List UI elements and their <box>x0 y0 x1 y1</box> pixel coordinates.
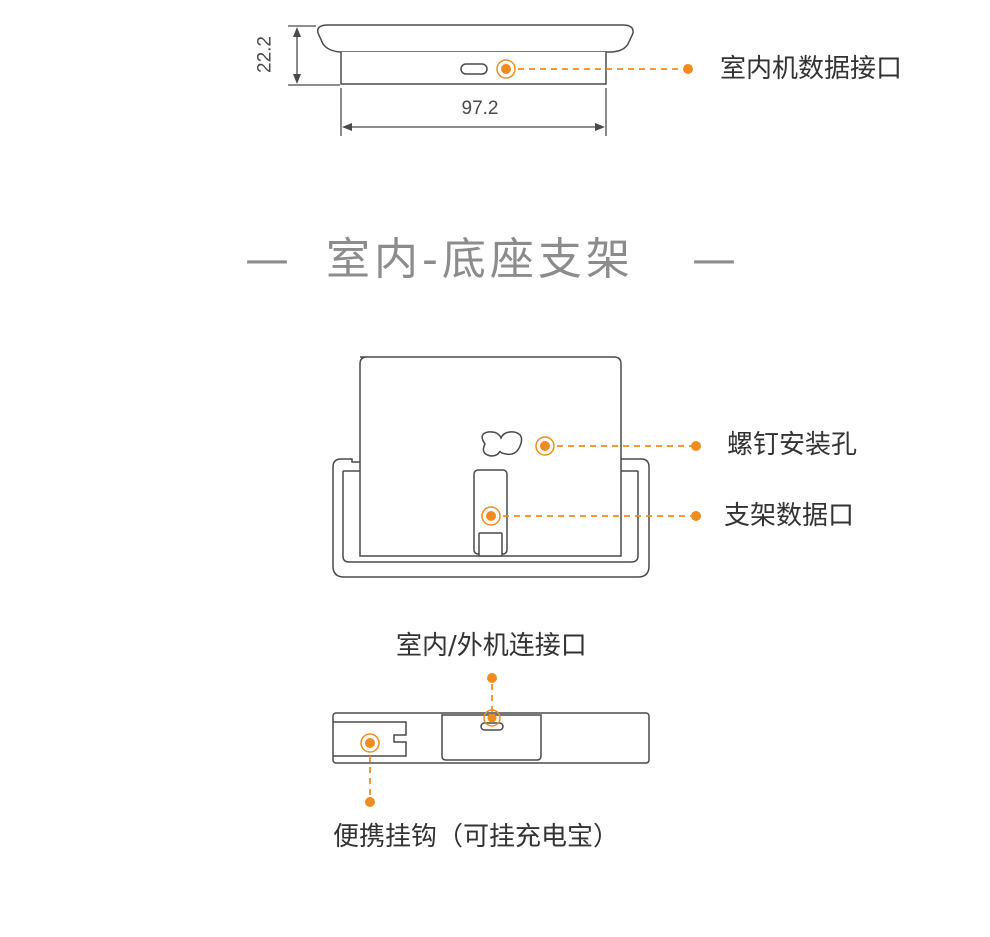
indoor-unit-top-view <box>316 24 634 85</box>
connector-housing <box>441 714 542 761</box>
callout-screw-hole <box>535 436 701 456</box>
callout-bracket-port <box>481 506 701 526</box>
connector-label: 室内/外机连接口 <box>396 631 587 661</box>
bracket-port-plug <box>478 532 503 557</box>
indoor-unit-data-port-shape <box>460 63 488 75</box>
portable-hook-shape <box>333 721 407 757</box>
bracket-data-port-label: 支架数据口 <box>724 501 855 531</box>
indoor-data-port-label: 室内机数据接口 <box>720 54 903 84</box>
portable-hook-label: 便携挂钩（可挂充电宝） <box>333 822 620 852</box>
screw-hole-label: 螺钉安装孔 <box>727 430 858 460</box>
bracket-side-view <box>332 712 650 764</box>
width-dimension-label: 97.2 <box>461 98 499 119</box>
bracket-tray-inner <box>342 471 639 563</box>
section-title: 室内-底座支架 <box>326 234 634 285</box>
section-title-dash-left: — <box>245 234 289 285</box>
callout-connector <box>483 673 501 727</box>
bracket-front-view <box>332 356 650 578</box>
callout-indoor-data-port <box>496 59 693 79</box>
height-dimension <box>288 25 340 86</box>
screw-hole-shape <box>481 431 523 457</box>
height-dimension-label: 22.2 <box>254 36 276 73</box>
section-title-dash-right: — <box>692 234 736 285</box>
callout-portable-hook <box>360 733 380 807</box>
width-dimension <box>340 88 607 136</box>
indoor-unit-cap <box>316 24 634 53</box>
